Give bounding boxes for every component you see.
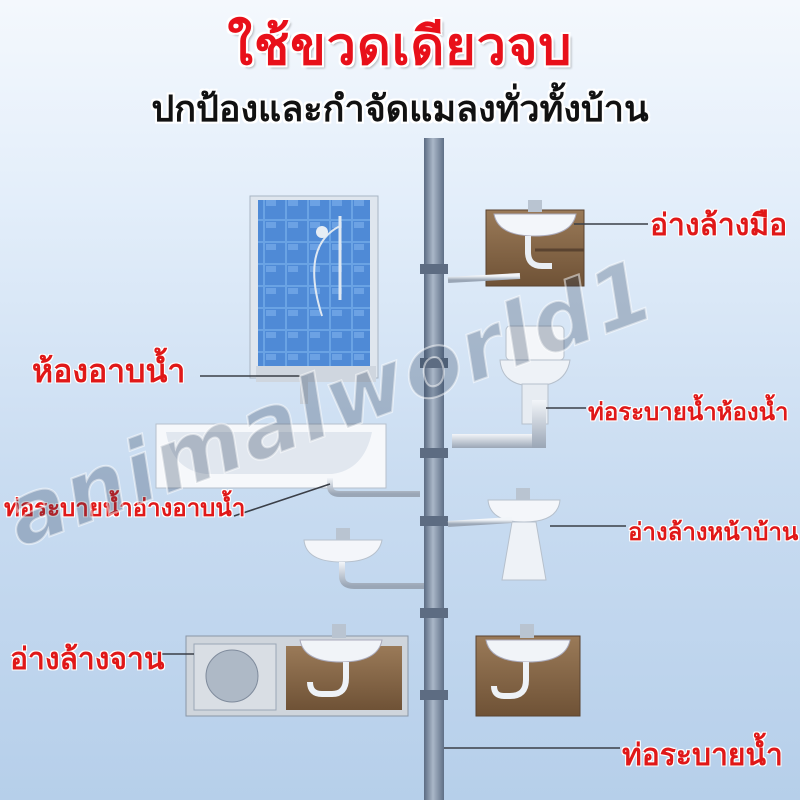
toilet-illustration — [452, 325, 571, 448]
label-tub-drain: ท่อระบายน้ำอ่างอาบน้ำ — [4, 494, 246, 522]
label-toilet-drain: ท่อระบายน้ำห้องน้ำ — [588, 398, 789, 426]
leader-lines — [150, 223, 648, 749]
wall-basin-illustration — [303, 528, 424, 589]
main-drain-pipe — [420, 138, 448, 800]
hand-basin-illustration — [447, 200, 585, 287]
bathtub-illustration — [155, 423, 420, 497]
label-dish-sink: อ่างล้างจาน — [10, 642, 165, 677]
label-main-drain: ท่อระบายน้ำ — [622, 738, 783, 773]
label-bathroom: ห้องอาบน้ำ — [32, 352, 186, 390]
kitchen-sink-illustration — [448, 624, 581, 717]
front-basin-illustration — [447, 488, 561, 581]
label-hand-basin: อ่างล้างมือ — [650, 208, 788, 243]
dish-sink-illustration — [185, 624, 424, 717]
main-title: ใช้ขวดเดียวจบ — [227, 17, 573, 77]
shower-illustration — [249, 195, 424, 404]
label-front-basin: อ่างล้างหน้าบ้าน — [628, 518, 799, 546]
subtitle: ปกป้องและกำจัดแมลงทั่วทั้งบ้าน — [151, 89, 649, 130]
